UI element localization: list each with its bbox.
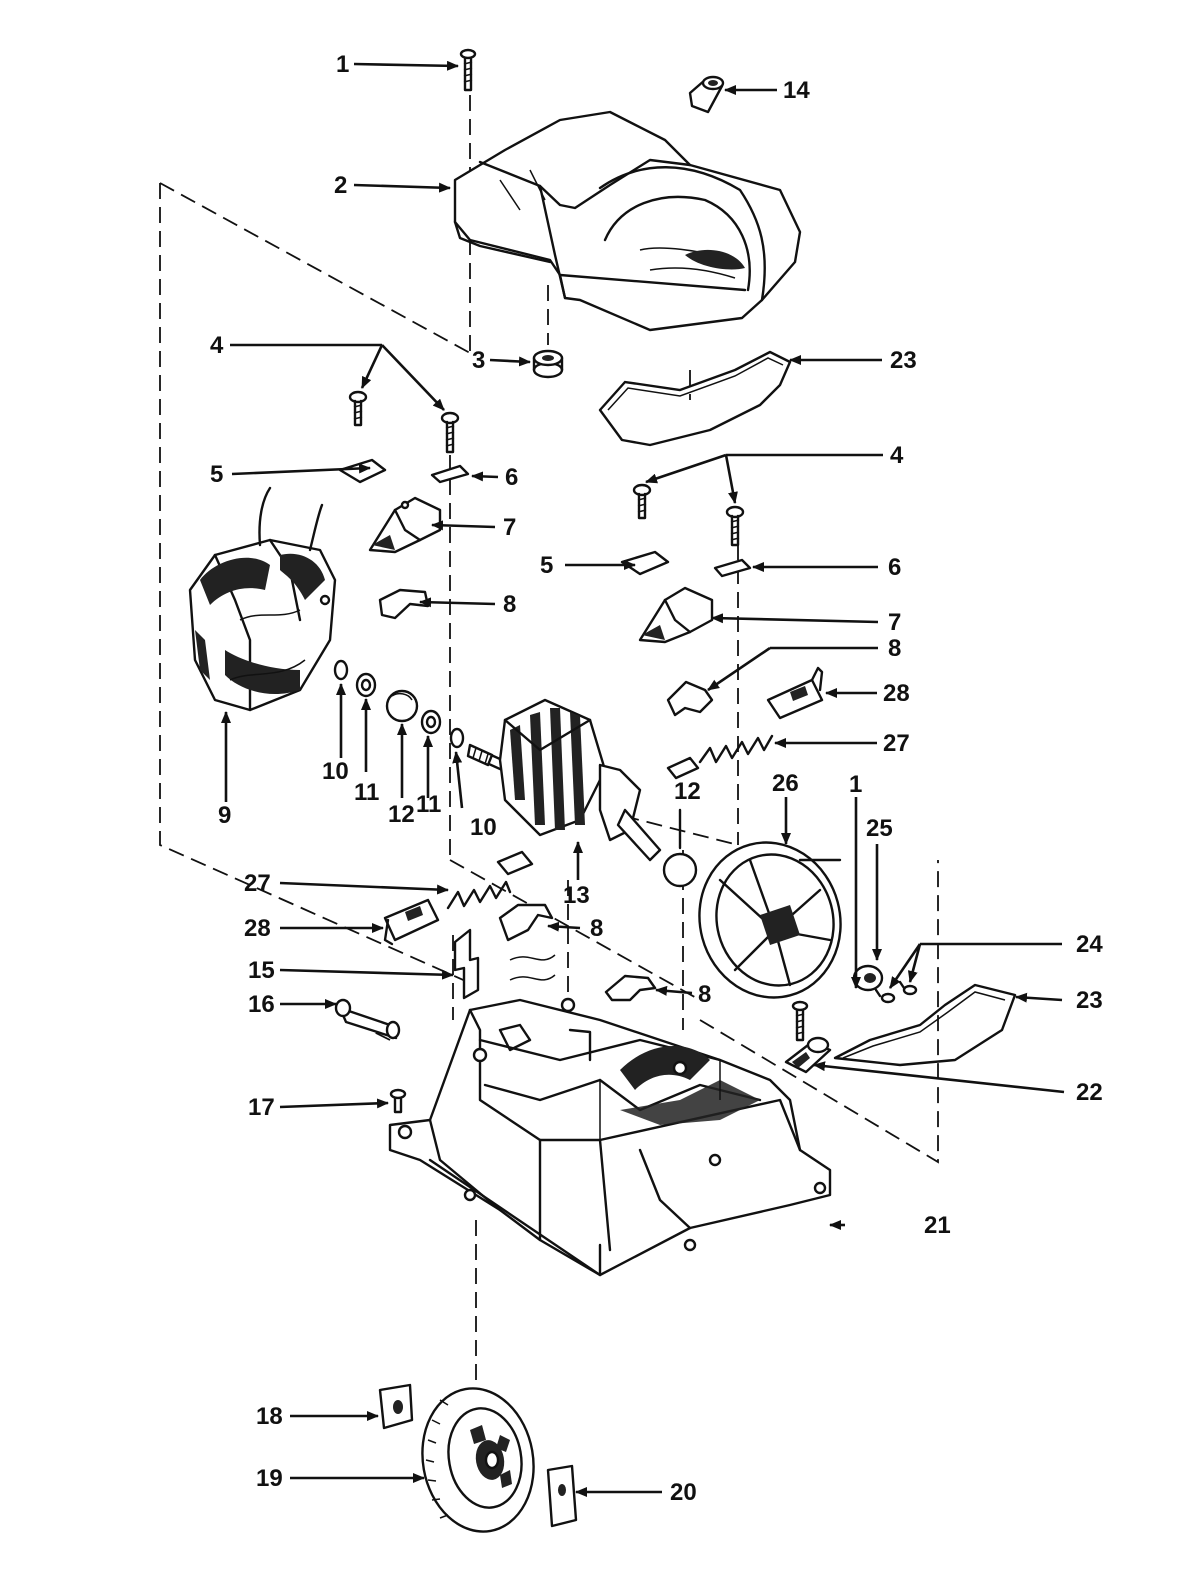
armature bbox=[466, 698, 662, 862]
retainer-right bbox=[713, 558, 752, 578]
washer-left-b bbox=[420, 709, 442, 735]
washer-left-a bbox=[355, 672, 377, 698]
bearing-left bbox=[385, 689, 419, 723]
callout-12-left: 12 bbox=[388, 801, 415, 828]
brush-holder-right bbox=[638, 586, 714, 644]
callout-15: 15 bbox=[248, 957, 275, 984]
callout-arrows bbox=[221, 60, 1065, 1497]
callout-24: 24 bbox=[1076, 931, 1103, 958]
callout-5-left: 5 bbox=[210, 461, 223, 488]
callout-25: 25 bbox=[866, 815, 893, 842]
small-screw-a bbox=[874, 988, 896, 1004]
callout-11-mid: 11 bbox=[416, 791, 441, 818]
bracket-left-lower bbox=[498, 903, 554, 942]
bracket-right-lower bbox=[604, 974, 657, 1002]
callout-16: 16 bbox=[248, 991, 275, 1018]
top-cover bbox=[453, 110, 802, 332]
retaining-clip bbox=[546, 1464, 578, 1528]
retaining-ring-left-a bbox=[333, 659, 349, 681]
callout-13: 13 bbox=[563, 882, 590, 909]
callout-5-right: 5 bbox=[540, 552, 553, 579]
callout-27-right: 27 bbox=[883, 730, 910, 757]
callout-1-top: 1 bbox=[336, 51, 349, 78]
grommet bbox=[532, 349, 564, 379]
screw-left-b bbox=[440, 411, 460, 454]
spacer-plate bbox=[378, 1383, 414, 1430]
callout-10-left: 10 bbox=[322, 758, 349, 785]
callout-21: 21 bbox=[924, 1212, 951, 1239]
callout-12-right: 12 bbox=[674, 778, 701, 805]
gasket-lower bbox=[833, 983, 1017, 1067]
sleeve bbox=[688, 75, 725, 114]
callout-28-left: 28 bbox=[244, 915, 271, 942]
clip-left bbox=[338, 458, 387, 484]
callout-4-left: 4 bbox=[210, 332, 224, 359]
callout-19: 19 bbox=[256, 1465, 283, 1492]
clip-right bbox=[620, 550, 670, 576]
callout-7-right: 7 bbox=[888, 609, 901, 636]
cord-clamp bbox=[784, 1036, 832, 1074]
brush-box-right bbox=[766, 666, 824, 720]
callout-9: 9 bbox=[218, 802, 231, 829]
callout-20: 20 bbox=[670, 1479, 697, 1506]
small-screw-b bbox=[898, 980, 918, 996]
callout-labels: 1 2 3 14 23 4 5 6 7 8 9 10 11 12 11 10 1… bbox=[210, 51, 1103, 1506]
screw-right-a bbox=[632, 483, 652, 520]
callout-8-lower-a: 8 bbox=[590, 915, 603, 942]
callout-23-top: 23 bbox=[890, 347, 917, 374]
screw-top bbox=[459, 48, 477, 92]
field-coil bbox=[188, 486, 337, 712]
fan-nut bbox=[852, 964, 884, 992]
bracket-right-upper bbox=[666, 680, 714, 717]
brush-left-lower bbox=[446, 850, 534, 910]
screw-left-a bbox=[348, 390, 368, 427]
brush-holder-left bbox=[368, 496, 442, 554]
callout-8-lower-b: 8 bbox=[698, 981, 711, 1008]
callout-14: 14 bbox=[783, 77, 810, 104]
retaining-ring-left-b bbox=[449, 727, 465, 749]
wire-lead bbox=[509, 954, 556, 981]
housing bbox=[388, 997, 832, 1277]
callout-6-left: 6 bbox=[505, 464, 518, 491]
callout-3: 3 bbox=[472, 347, 485, 374]
callout-22: 22 bbox=[1076, 1079, 1103, 1106]
callout-2: 2 bbox=[334, 172, 347, 199]
pin bbox=[334, 998, 401, 1040]
callout-26: 26 bbox=[772, 770, 799, 797]
fan bbox=[698, 841, 842, 999]
callout-17: 17 bbox=[248, 1094, 275, 1121]
terminal-plate bbox=[453, 928, 480, 1000]
gasket-upper bbox=[598, 350, 792, 447]
callout-7-left: 7 bbox=[503, 514, 516, 541]
drive-gear bbox=[421, 1387, 535, 1533]
callout-8-left: 8 bbox=[503, 591, 516, 618]
callout-23-bottom: 23 bbox=[1076, 987, 1103, 1014]
screw-right-b bbox=[725, 505, 745, 547]
callout-1-right: 1 bbox=[849, 771, 862, 798]
callout-11-left: 11 bbox=[354, 779, 379, 806]
callout-8-right: 8 bbox=[888, 635, 901, 662]
callout-28-right: 28 bbox=[883, 680, 910, 707]
spring-right bbox=[666, 734, 774, 780]
screw-right-c bbox=[791, 1000, 809, 1042]
base-screw bbox=[389, 1088, 407, 1114]
callout-27-left: 27 bbox=[244, 870, 271, 897]
brush-box-left bbox=[383, 898, 440, 946]
callout-18: 18 bbox=[256, 1403, 283, 1430]
callout-4-right: 4 bbox=[890, 442, 904, 469]
retainer-left bbox=[430, 464, 470, 484]
bearing-right bbox=[662, 808, 698, 888]
callout-10-mid: 10 bbox=[470, 814, 497, 841]
callout-6-right: 6 bbox=[888, 554, 901, 581]
bracket-left bbox=[378, 588, 430, 620]
